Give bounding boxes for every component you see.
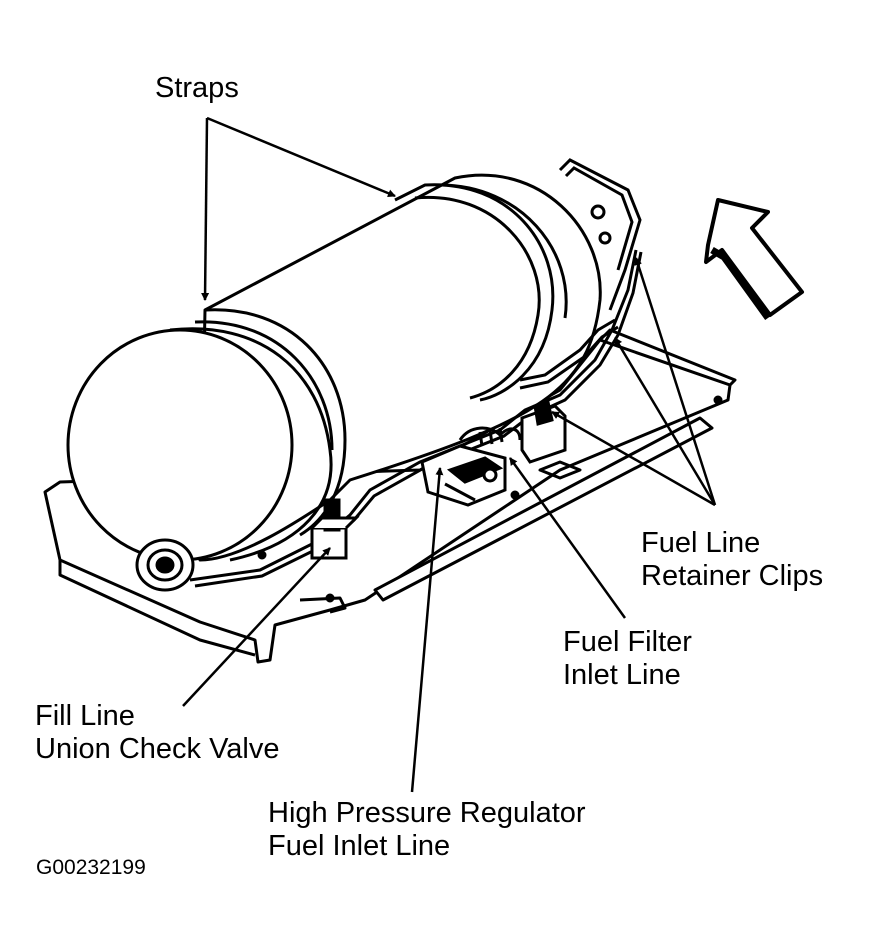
regulator-block [420,444,507,507]
label-fill-line-union-check-valve: Fill Line Union Check Valve [35,700,279,766]
leader-high-pressure-regulator [410,467,444,793]
label-fuel-line-retainer-clips: Fuel Line Retainer Clips [641,527,823,593]
label-fuel-filter-inlet-line-line2: Inlet Line [563,659,681,691]
label-fill-line-union-check-valve-line2: Union Check Valve [35,733,280,765]
label-high-pressure-regulator-fuel-inlet-line: High Pressure Regulator Fuel Inlet Line [268,797,586,863]
label-straps: Straps [155,72,239,105]
label-fill-line-union-check-valve-line1: Fill Line [35,700,135,732]
leader-lines [182,116,717,793]
leader-straps-left [201,117,210,301]
leader-retainer-clip-middle [613,337,717,506]
fill-neck [135,538,195,592]
fuel-tank [66,173,602,562]
retainer-clip-block [520,400,567,464]
label-fuel-line-retainer-clips-line2: Retainer Clips [641,560,824,592]
leader-fuel-filter [508,457,627,619]
leader-straps-right [206,116,396,198]
label-high-pressure-regulator-line2: Fuel Inlet Line [268,830,451,862]
label-fuel-line-retainer-clips-line1: Fuel Line [641,527,761,559]
label-high-pressure-regulator-line1: High Pressure Regulator [268,797,586,829]
leader-retainer-clip-lower [551,410,716,507]
leader-fill-line [182,547,331,707]
label-fuel-filter-inlet-line: Fuel Filter Inlet Line [563,626,692,692]
forward-direction-arrow [704,198,804,321]
leader-retainer-clip-upper [634,257,717,506]
label-fuel-filter-inlet-line-line1: Fuel Filter [563,626,692,658]
figure-code: G00232199 [36,856,146,879]
label-straps-text: Straps [155,72,239,104]
rear-bracket [558,158,642,311]
